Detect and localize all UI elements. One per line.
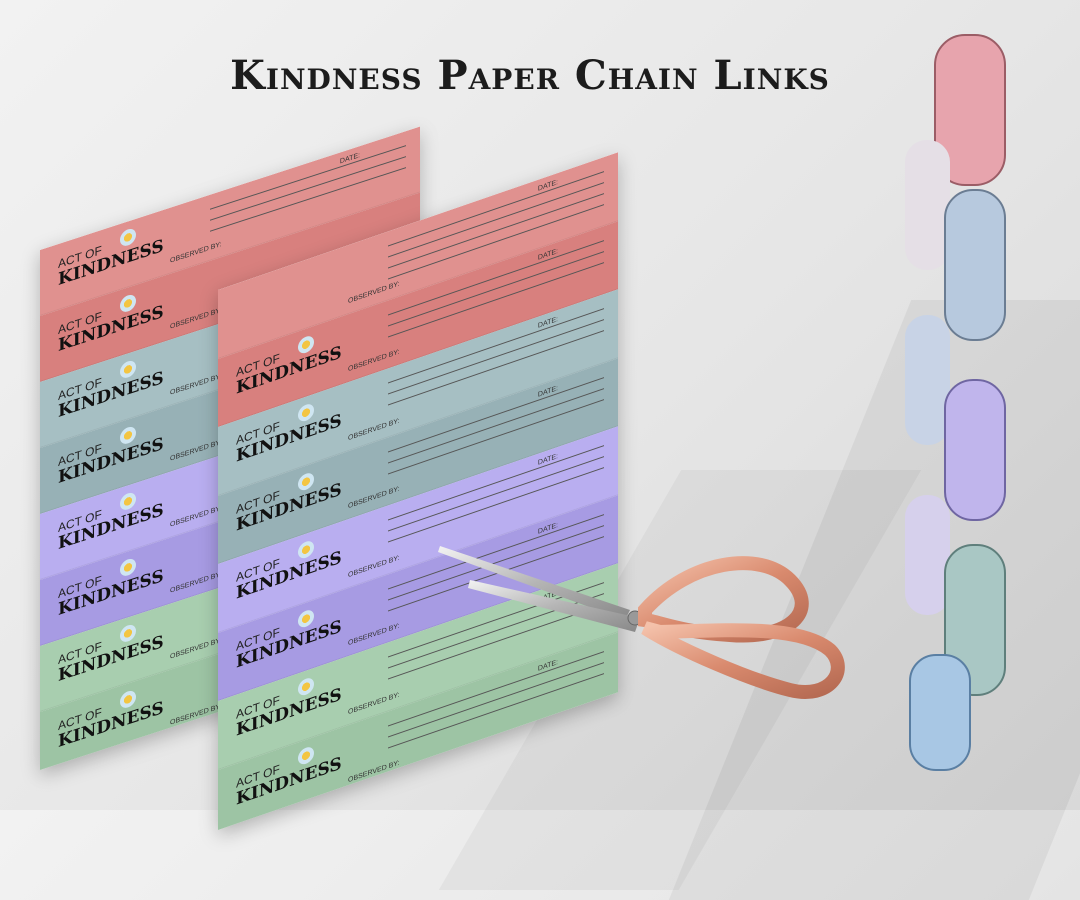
paper-chain: [905, 34, 1006, 771]
page-title: Kindness Paper Chain Links: [230, 52, 830, 99]
scissors-icon: [438, 546, 845, 699]
